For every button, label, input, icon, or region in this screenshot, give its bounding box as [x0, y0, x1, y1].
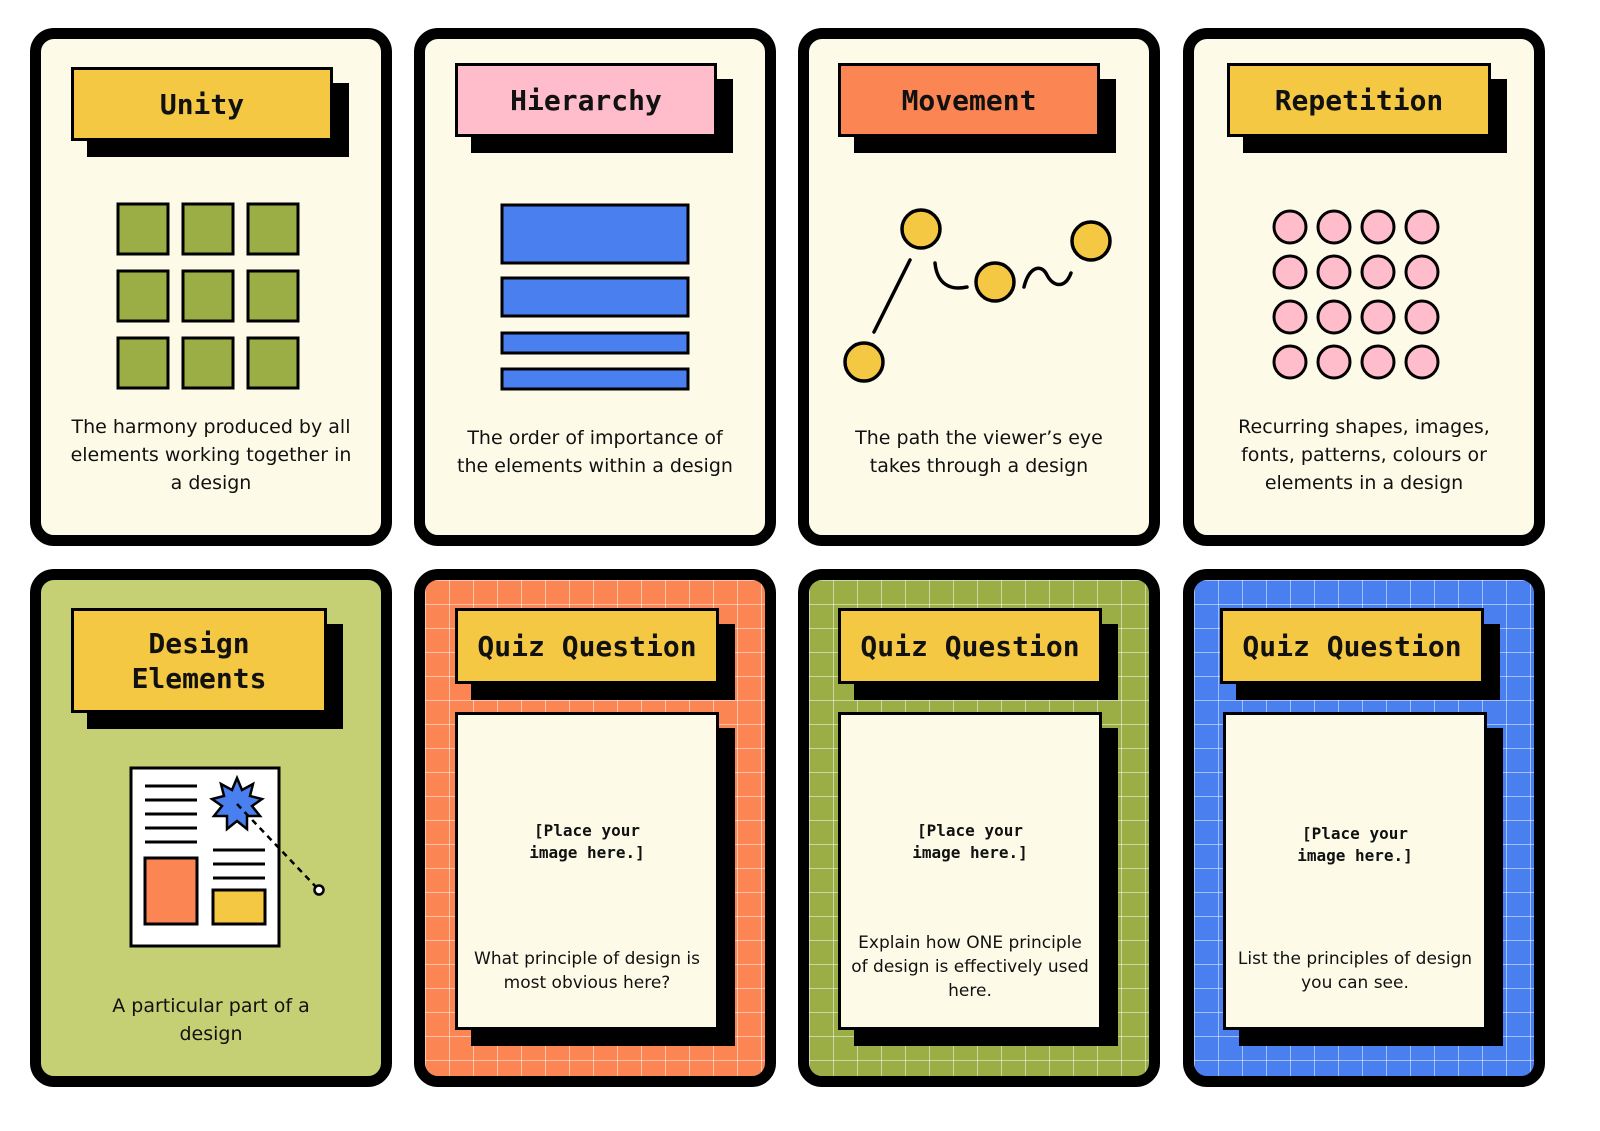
- card-title: Movement: [838, 63, 1100, 137]
- document-layout-icon: [129, 766, 325, 948]
- card-description: The order of importance of the elements …: [457, 427, 733, 477]
- quiz-prompt: List the principles of design you can se…: [1237, 949, 1473, 993]
- card-quiz-orange: Quiz Question [Place your image here.] W…: [414, 569, 776, 1087]
- blue-bars-icon: [500, 203, 690, 391]
- card-description: The harmony produced by all elements wor…: [70, 416, 352, 494]
- card-hierarchy: Hierarchy The order of importance of the…: [414, 28, 776, 546]
- image-placeholder-frame[interactable]: [Place your image here.] What principle …: [455, 712, 719, 1030]
- card-description: The path the viewer’s eye takes through …: [855, 427, 1103, 477]
- image-placeholder-frame[interactable]: [Place your image here.] Explain how ONE…: [838, 712, 1102, 1030]
- card-title: Repetition: [1227, 63, 1491, 137]
- eye-path-dots-icon: [843, 208, 1112, 383]
- image-placeholder-frame[interactable]: [Place your image here.] List the princi…: [1223, 712, 1487, 1030]
- card-movement: Movement The path the viewer’s eye takes…: [798, 28, 1160, 546]
- card-title: Design Elements: [71, 608, 327, 713]
- image-placeholder-text: [Place your image here.]: [529, 821, 645, 862]
- quiz-prompt: Explain how ONE principle of design is e…: [851, 933, 1089, 1001]
- card-quiz-green: Quiz Question [Place your image here.] E…: [798, 569, 1160, 1087]
- image-placeholder-text: [Place your image here.]: [912, 821, 1028, 862]
- quiz-prompt: What principle of design is most obvious…: [474, 949, 700, 993]
- card-unity: Unity The harmony produced by all elemen…: [30, 28, 392, 546]
- card-repetition: Repetition Recurring shapes, images, fon…: [1183, 28, 1545, 546]
- pink-circles-grid-icon: [1272, 209, 1440, 380]
- card-quiz-blue: Quiz Question [Place your image here.] L…: [1183, 569, 1545, 1087]
- quiz-title: Quiz Question: [455, 608, 719, 684]
- image-placeholder-text: [Place your image here.]: [1297, 824, 1413, 865]
- card-description: Recurring shapes, images, fonts, pattern…: [1238, 416, 1490, 494]
- quiz-title: Quiz Question: [1220, 608, 1484, 684]
- quiz-title: Quiz Question: [838, 608, 1102, 684]
- green-squares-grid-icon: [116, 202, 300, 390]
- card-design-elements: Design Elements A particular part of a d…: [30, 569, 392, 1087]
- card-description: A particular part of a design: [112, 995, 310, 1045]
- card-title: Hierarchy: [455, 63, 717, 137]
- card-title: Unity: [71, 67, 333, 141]
